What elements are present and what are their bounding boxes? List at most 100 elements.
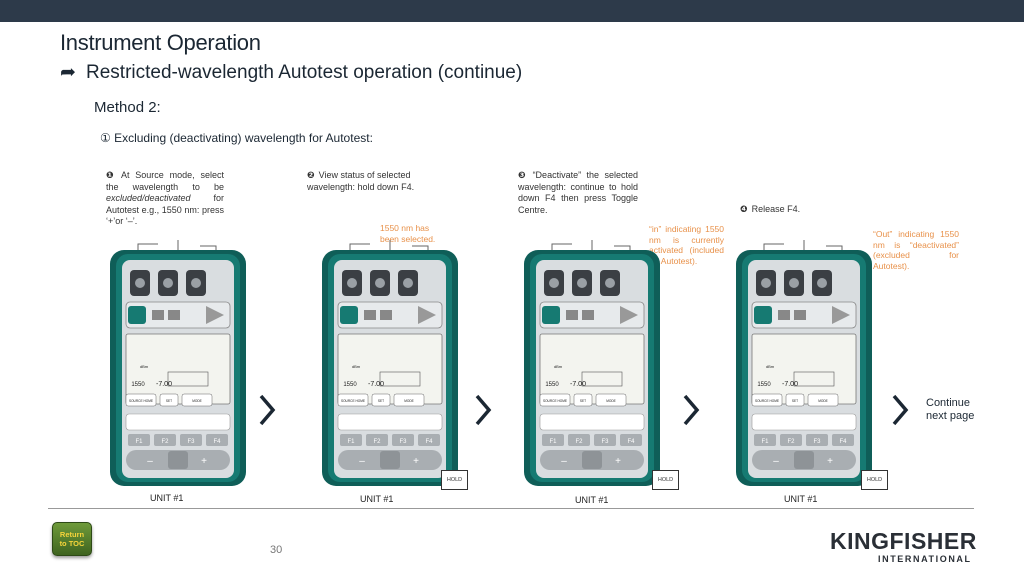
plus-label: +: [615, 456, 621, 467]
step-text: At Source mode, select the wavelength to…: [106, 170, 224, 192]
lcd-wavelength: 1550: [131, 382, 145, 388]
blank-strip: [337, 413, 443, 431]
power-button: [340, 306, 358, 324]
f-key-label: F2: [787, 439, 795, 445]
f-key-label: F1: [347, 439, 355, 445]
f-key: [780, 434, 802, 446]
mode-key: [181, 393, 213, 407]
chevron-right-icon: [683, 394, 700, 426]
step-text: View status of selected wavelength: hold…: [307, 170, 415, 192]
f-key: [754, 434, 776, 446]
unit-label-3: UNIT #1: [575, 495, 609, 505]
lcd-reading: -7.00: [782, 381, 798, 388]
connector-port-hole: [817, 278, 827, 288]
callout-out: “Out” indicating 1550 nm is “deactivated…: [873, 229, 959, 271]
toc-line-2: to TOC: [59, 539, 85, 548]
mode-label: MODE: [192, 399, 202, 403]
lcd-box: [581, 371, 623, 387]
hold-tag: HOLD: [652, 470, 679, 490]
f-key-label: F2: [373, 439, 381, 445]
callout-in: “in” indicating 1550 nm is currently act…: [649, 224, 724, 266]
kingfisher-logo: KINGFISHER INTERNATIONAL: [826, 524, 976, 564]
toggle-centre: [380, 451, 400, 469]
chevron-right-icon: [475, 394, 492, 426]
mode-key: [393, 393, 425, 407]
f-key: [806, 434, 828, 446]
lcd-screen: [125, 333, 231, 405]
f-key-label: F3: [399, 439, 407, 445]
connector-port-hole: [549, 278, 559, 288]
play-icon: [832, 306, 850, 324]
lcd-screen: [337, 333, 443, 405]
f-key: [128, 434, 150, 446]
f-key: [594, 434, 616, 446]
set-label: SET: [166, 399, 172, 403]
minus-label: –: [561, 456, 567, 467]
source-home-label: SOURCE HOME: [543, 399, 567, 403]
f-key: [418, 434, 440, 446]
lcd-unit: dBm: [766, 364, 775, 369]
f-key-label: F1: [135, 439, 143, 445]
source-home-key: [337, 393, 369, 407]
plus-label: +: [413, 456, 419, 467]
logo-word: KINGFISHER: [830, 528, 977, 554]
toggle-centre: [582, 451, 602, 469]
set-key: [371, 393, 391, 407]
connector-port-hole: [191, 278, 201, 288]
blank-strip: [539, 413, 645, 431]
callout-selected: 1550 nm has been selected.: [380, 223, 436, 244]
f-key-label: F3: [187, 439, 195, 445]
f-key-label: F4: [425, 439, 433, 445]
unit-label-4: UNIT #1: [784, 494, 818, 504]
toggle-centre: [794, 451, 814, 469]
lcd-wavelength: 1550: [545, 382, 559, 388]
minus-label: –: [147, 456, 153, 467]
page-title: Instrument Operation: [60, 30, 261, 55]
subtitle-text: Restricted-wavelength Autotest operation…: [86, 62, 523, 83]
indicator: [582, 310, 594, 320]
f-key: [568, 434, 590, 446]
arrow-right-icon: ➦: [60, 62, 76, 83]
source-home-key: [539, 393, 571, 407]
mode-key: [595, 393, 627, 407]
step-text: “Deactivate” the selected wavelength: co…: [518, 170, 638, 215]
lcd-box: [167, 371, 209, 387]
lcd-wavelength: 1550: [757, 382, 771, 388]
mode-label: MODE: [818, 399, 828, 403]
indicator: [380, 310, 392, 320]
set-key: [785, 393, 805, 407]
step-number: ❹: [740, 204, 748, 214]
f-key-label: F4: [627, 439, 635, 445]
step-number: ❸: [518, 170, 529, 180]
method-heading: Method 2:: [94, 99, 161, 116]
f-key-label: F1: [761, 439, 769, 445]
return-to-toc-button[interactable]: Return to TOC: [52, 522, 92, 556]
f-key-label: F4: [213, 439, 221, 445]
source-home-label: SOURCE HOME: [341, 399, 365, 403]
indicator: [364, 310, 376, 320]
lcd-reading: -7.00: [570, 381, 586, 388]
lcd-reading: -7.00: [156, 381, 172, 388]
page-number: 30: [270, 544, 283, 556]
toggle-centre: [168, 451, 188, 469]
source-home-key: [751, 393, 783, 407]
section-heading: ① Excluding (deactivating) wavelength fo…: [100, 131, 373, 145]
logo-subtitle: INTERNATIONAL: [878, 554, 972, 564]
f-key-label: F4: [839, 439, 847, 445]
source-home-key: [125, 393, 157, 407]
unit-label-1: UNIT #1: [150, 493, 184, 503]
connector-port-hole: [135, 278, 145, 288]
unit-label-2: UNIT #1: [360, 494, 394, 504]
f-key: [340, 434, 362, 446]
play-icon: [206, 306, 224, 324]
lcd-wavelength: 1550: [343, 382, 357, 388]
source-home-label: SOURCE HOME: [129, 399, 153, 403]
set-key: [573, 393, 593, 407]
footer-divider: [48, 508, 974, 509]
connector-port-hole: [605, 278, 615, 288]
continue-line-2: next page: [926, 410, 975, 422]
